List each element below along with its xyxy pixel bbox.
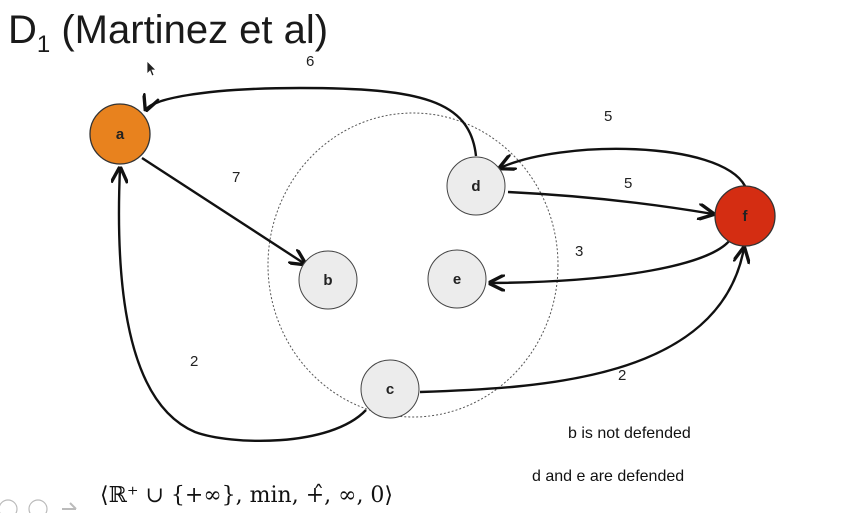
slide-title: D1 (Martinez et al) bbox=[8, 8, 329, 57]
node-d-label: d bbox=[471, 178, 480, 195]
node-a: a bbox=[89, 103, 151, 165]
prev-slide-icon[interactable] bbox=[0, 499, 18, 513]
node-b-label: b bbox=[323, 272, 332, 289]
node-b: b bbox=[298, 250, 358, 310]
edge-label-a-to-b: 7 bbox=[232, 169, 240, 186]
title-subscript: 1 bbox=[36, 31, 51, 58]
title-main: D bbox=[8, 8, 37, 52]
edge-d-to-f bbox=[507, 190, 713, 214]
next-slide-icon[interactable] bbox=[62, 502, 77, 510]
node-f: f bbox=[714, 185, 776, 247]
edge-a-to-b bbox=[141, 156, 305, 264]
node-e: e bbox=[427, 249, 487, 309]
edge-label-c-to-a: 2 bbox=[190, 353, 198, 370]
note-d-e-defended: d and e are defended bbox=[532, 468, 685, 485]
node-d: d bbox=[446, 156, 506, 216]
edge-d-to-a bbox=[146, 86, 478, 157]
mouse-cursor-icon bbox=[146, 60, 157, 77]
edge-f-to-e bbox=[490, 239, 731, 283]
menu-icon[interactable] bbox=[28, 499, 48, 513]
semiring-formula: ⟨ℝ⁺ ∪ {+∞}, min, +̂, ∞, 0⟩ bbox=[100, 483, 394, 508]
extension-ellipse bbox=[267, 112, 559, 418]
edge-label-c-to-f: 2 bbox=[618, 367, 626, 384]
edge-c-to-a bbox=[119, 168, 367, 442]
node-c-label: c bbox=[386, 381, 394, 398]
note-b-not-defended: b is not defended bbox=[568, 425, 691, 442]
node-f-label: f bbox=[743, 208, 749, 225]
edge-label-d-to-f: 5 bbox=[624, 175, 632, 192]
node-e-label: e bbox=[453, 271, 461, 288]
edge-f-to-d bbox=[500, 147, 747, 187]
edge-label-f-to-e: 3 bbox=[575, 243, 583, 260]
title-rest: (Martinez et al) bbox=[50, 8, 329, 52]
edge-label-d-to-a: 6 bbox=[306, 53, 314, 70]
node-c: c bbox=[360, 359, 420, 419]
node-a-label: a bbox=[116, 126, 125, 143]
edge-label-f-to-d: 5 bbox=[604, 108, 612, 125]
slide-navigation-icons[interactable] bbox=[0, 497, 90, 513]
edge-c-to-f bbox=[419, 248, 744, 394]
